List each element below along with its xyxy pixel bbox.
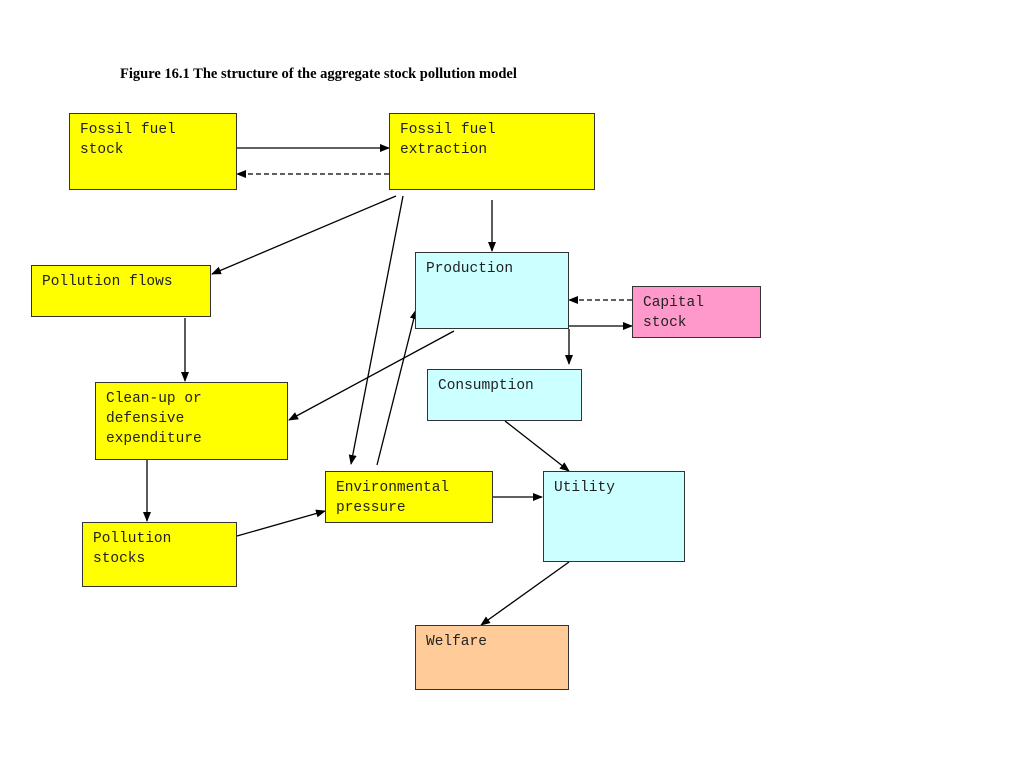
figure-title: Figure 16.1 The structure of the aggrega… xyxy=(120,66,517,82)
node-welfare: Welfare xyxy=(415,625,569,690)
edge-utility-to-welfare xyxy=(480,561,570,626)
node-capital-stock: Capital stock xyxy=(632,286,761,338)
node-pollution-flows: Pollution flows xyxy=(31,265,211,317)
edge-production-to-cleanup xyxy=(288,330,455,421)
node-fossil-fuel-stock: Fossil fuel stock xyxy=(69,113,237,190)
edge-fossil-fuel-extraction-to-pollution-flows xyxy=(211,195,397,275)
node-consumption: Consumption xyxy=(427,369,582,421)
node-fossil-fuel-extraction: Fossil fuel extraction xyxy=(389,113,595,190)
edge-environmental-pressure-to-production xyxy=(376,309,418,466)
edge-pollution-stocks-to-environmental-pressure xyxy=(236,509,326,537)
node-pollution-stocks: Pollution stocks xyxy=(82,522,237,587)
edge-fossil-fuel-extraction-to-environmental-pressure xyxy=(348,195,404,465)
node-production: Production xyxy=(415,252,569,329)
node-environmental-pressure: Environmental pressure xyxy=(325,471,493,523)
node-utility: Utility xyxy=(543,471,685,562)
node-cleanup-expenditure: Clean-up or defensive expenditure xyxy=(95,382,288,460)
edge-consumption-to-utility xyxy=(504,420,570,472)
